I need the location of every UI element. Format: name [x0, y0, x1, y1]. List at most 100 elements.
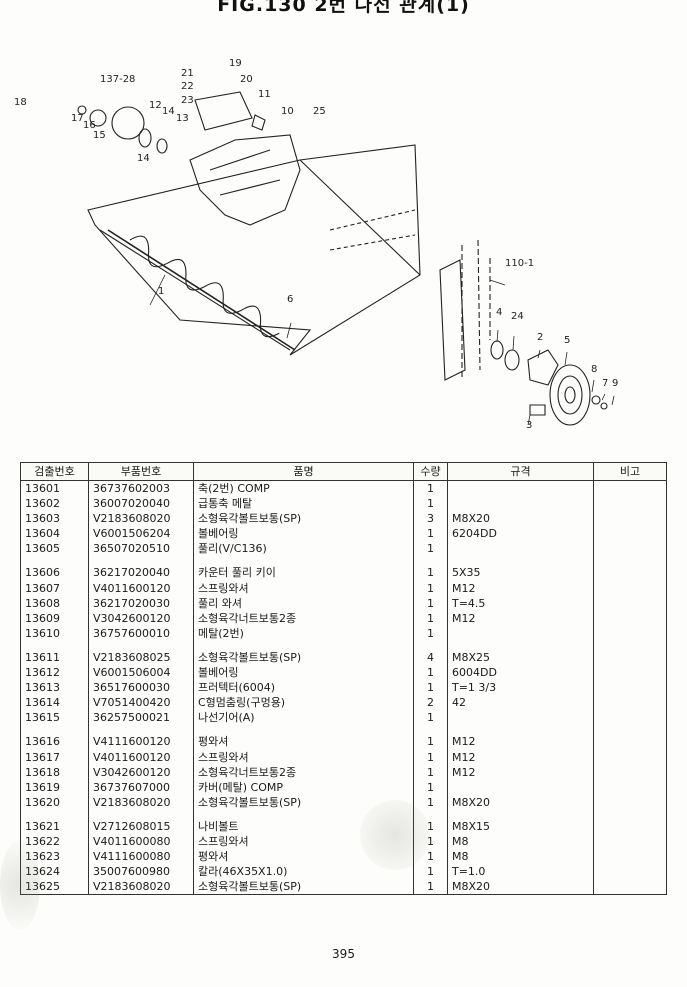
spacer-cell	[413, 556, 448, 566]
callout-6: 6	[287, 294, 293, 305]
cell-qty: 1	[413, 779, 448, 795]
cell-name: 소형육각너트보통2종	[193, 610, 414, 626]
cell-qty: 3	[413, 511, 448, 527]
cell-part-no: V4011600120	[88, 580, 194, 596]
cell-name: 나비볼트	[193, 818, 414, 834]
cell-spec: M8X20	[447, 511, 594, 527]
cell-remark	[593, 580, 667, 596]
cell-ref: 13615	[20, 710, 89, 726]
callout-3: 3	[526, 420, 532, 431]
col-remark-header: 비고	[593, 462, 667, 481]
spacer-cell	[88, 725, 194, 735]
cell-part-no: V4011600120	[88, 749, 194, 765]
callout-16: 16	[83, 120, 96, 131]
cell-part-no: 36757600010	[88, 625, 194, 641]
spacer-cell	[413, 725, 448, 735]
auger-shaft	[107, 229, 296, 351]
callout-4: 4	[496, 307, 502, 318]
cell-spec: M12	[447, 734, 594, 750]
cell-ref: 13609	[20, 610, 89, 626]
cell-part-no: V3042600120	[88, 610, 194, 626]
spacer-cell	[88, 556, 194, 566]
cell-name: 볼베어링	[193, 526, 414, 542]
cell-ref: 13620	[20, 794, 89, 810]
cell-spec: 5X35	[447, 565, 594, 581]
cell-spec	[447, 496, 594, 512]
sprocket	[89, 109, 107, 127]
cell-spec: M8X15	[447, 818, 594, 834]
cell-spec: M12	[447, 580, 594, 596]
cell-ref: 13603	[20, 511, 89, 527]
gear-cover	[111, 106, 145, 140]
page-number: 395	[332, 947, 355, 961]
cell-spec: M12	[447, 764, 594, 780]
cell-qty: 1	[413, 749, 448, 765]
cell-qty: 1	[413, 595, 448, 611]
cell-ref: 13605	[20, 541, 89, 557]
group-spacer	[20, 640, 667, 650]
pulley	[549, 364, 591, 426]
cell-spec: M12	[447, 610, 594, 626]
exploded-parts-diagram: 18 17 16 15 137-28 14 12 14 13 21 22 23 …	[0, 20, 687, 440]
spacer-cell	[88, 809, 194, 819]
cell-name: 카운터 풀리 키이	[193, 565, 414, 581]
cell-remark	[593, 496, 667, 512]
callout-14-b: 14	[162, 106, 175, 117]
cell-ref: 13618	[20, 764, 89, 780]
cover-plate	[194, 91, 253, 131]
cell-name: 스프링와셔	[193, 833, 414, 850]
callout-15: 15	[93, 130, 106, 141]
cell-remark	[593, 695, 667, 711]
spacer-cell	[413, 640, 448, 650]
cell-ref: 13608	[20, 595, 89, 611]
cell-qty: 1	[413, 764, 448, 780]
cell-qty: 1	[413, 625, 448, 641]
spacer-cell	[593, 556, 667, 566]
cell-qty: 1	[413, 710, 448, 726]
cell-part-no: 36257500021	[88, 710, 194, 726]
cell-ref: 13607	[20, 580, 89, 596]
spacer-cell	[193, 640, 414, 650]
cell-qty: 1	[413, 580, 448, 596]
cell-name: 소형육각너트보통2종	[193, 764, 414, 780]
cell-spec: M8X20	[447, 794, 594, 810]
cell-spec: M8X25	[447, 649, 594, 666]
cell-remark	[593, 625, 667, 641]
chute-housing	[189, 134, 301, 226]
cell-ref: 13606	[20, 565, 89, 581]
cell-remark	[593, 665, 667, 681]
callout-2: 2	[537, 332, 543, 343]
cell-qty: 2	[413, 695, 448, 711]
callout-11: 11	[258, 89, 271, 100]
cell-spec: T=4.5	[447, 595, 594, 611]
cell-spec	[447, 541, 594, 557]
group-spacer	[20, 809, 667, 819]
callout-137-28: 137-28	[100, 74, 135, 85]
cell-part-no: 36217020040	[88, 565, 194, 581]
callout-22: 22	[181, 81, 194, 92]
figure-title: FIG.130 2번 나선 관계(1)	[217, 0, 470, 16]
cell-remark	[593, 749, 667, 765]
cell-name: 소형육각볼트보통(SP)	[193, 794, 414, 810]
cell-qty: 1	[413, 680, 448, 696]
cell-qty: 1	[413, 864, 448, 880]
col-name-header: 품명	[193, 462, 414, 481]
bolt	[529, 404, 546, 416]
right-frame	[439, 259, 466, 381]
bearing-housing	[527, 349, 559, 386]
cell-part-no: V4111600120	[88, 734, 194, 750]
callout-24: 24	[511, 311, 524, 322]
cell-remark	[593, 526, 667, 542]
cell-qty: 1	[413, 565, 448, 581]
cell-remark	[593, 649, 667, 666]
bearing	[490, 340, 504, 360]
cell-remark	[593, 710, 667, 726]
